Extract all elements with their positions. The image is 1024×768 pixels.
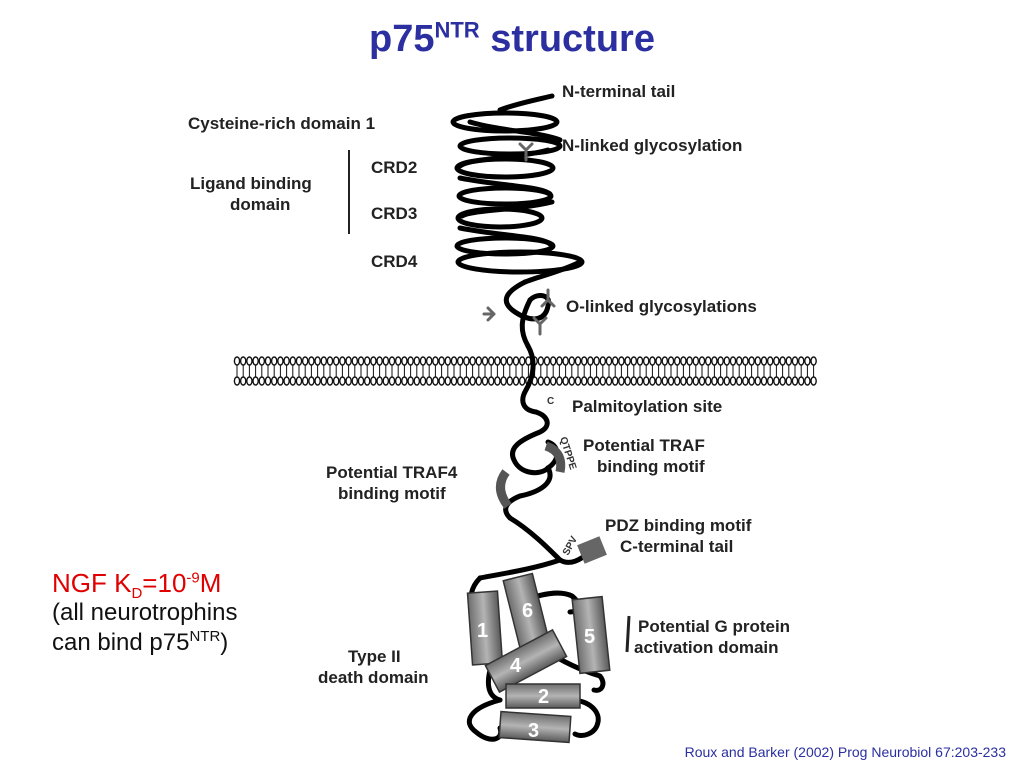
label-n-glycosylation: N-linked glycosylation xyxy=(562,136,742,155)
citation: Roux and Barker (2002) Prog Neurobiol 67… xyxy=(684,744,1006,760)
label-traf4-line2: binding motif xyxy=(338,484,446,503)
bind-p75-close: ) xyxy=(220,629,229,656)
ngf-affinity-note: NGF KD=10-9M (all neurotrophins can bind… xyxy=(52,568,237,658)
title-main: p75 xyxy=(369,18,435,60)
traf-motif-bar xyxy=(544,441,566,473)
ngf-k-text: NGF K xyxy=(52,568,132,598)
neurotrophins-line: (all neurotrophins xyxy=(52,599,238,626)
extracellular-chain xyxy=(450,93,585,415)
death-domain-helices: 1 6 5 4 2 3 xyxy=(466,572,611,744)
label-crd2: CRD2 xyxy=(371,158,417,177)
ngf-kd-line: NGF KD=10-9M xyxy=(52,568,237,601)
label-gprotein-line1: Potential G protein xyxy=(638,617,790,636)
label-traf4-line1: Potential TRAF4 xyxy=(326,463,458,482)
bind-p75-superscript: NTR xyxy=(189,628,221,645)
label-o-glycosylations: O-linked glycosylations xyxy=(566,297,757,316)
kd-exponent: -9 xyxy=(186,569,200,587)
helix-4: 4 xyxy=(484,628,568,694)
pdz-motif-block xyxy=(577,536,607,564)
title-rest: structure xyxy=(479,18,655,60)
label-pdz-line2: C-terminal tail xyxy=(620,537,733,556)
traf-motifs xyxy=(496,441,607,564)
gprotein-bracket xyxy=(625,615,631,653)
traf4-motif-bar xyxy=(496,469,512,509)
bind-p75-line: can bind p75NTR) xyxy=(52,628,237,658)
cell-membrane xyxy=(233,356,818,386)
cysteine-letter: C xyxy=(547,396,554,407)
helix-5-label: 5 xyxy=(584,626,595,648)
helix-3-label: 3 xyxy=(528,720,539,742)
helix-1-label: 1 xyxy=(477,620,488,642)
spv-sequence: SPV xyxy=(561,534,580,557)
helix-5: 5 xyxy=(571,595,611,675)
label-pdz-line1: PDZ binding motif xyxy=(605,516,752,535)
kd-subscript: D xyxy=(131,585,143,603)
page-title: p75NTR structure xyxy=(0,18,1024,61)
helix-1: 1 xyxy=(466,590,504,666)
helix-3: 3 xyxy=(498,710,572,744)
label-crd3: CRD3 xyxy=(371,204,417,223)
helix-2: 2 xyxy=(505,683,581,709)
bind-p75-text: can bind p75 xyxy=(52,629,190,656)
helix-2-label: 2 xyxy=(538,686,549,708)
kd-equals-text: =10 xyxy=(142,568,187,598)
label-death-line1: Type II xyxy=(348,647,401,666)
label-gprotein-line2: activation domain xyxy=(634,638,779,657)
label-traf-line2: binding motif xyxy=(597,457,705,476)
label-n-terminal: N-terminal tail xyxy=(562,82,675,101)
title-superscript: NTR xyxy=(434,17,480,43)
glycosylation-markers xyxy=(482,142,556,336)
kd-unit: M xyxy=(199,568,222,598)
label-ligand-line2: domain xyxy=(230,195,290,214)
label-ligand-line1: Ligand binding xyxy=(190,174,312,193)
helix-4-label: 4 xyxy=(510,655,522,677)
label-death-line2: death domain xyxy=(318,668,429,687)
label-crd1: Cysteine-rich domain 1 xyxy=(188,114,375,133)
label-traf-line1: Potential TRAF xyxy=(583,436,705,455)
helix-6-label: 6 xyxy=(522,600,533,622)
label-palmitoylation: Palmitoylation site xyxy=(572,397,722,416)
label-crd4: CRD4 xyxy=(371,252,418,271)
